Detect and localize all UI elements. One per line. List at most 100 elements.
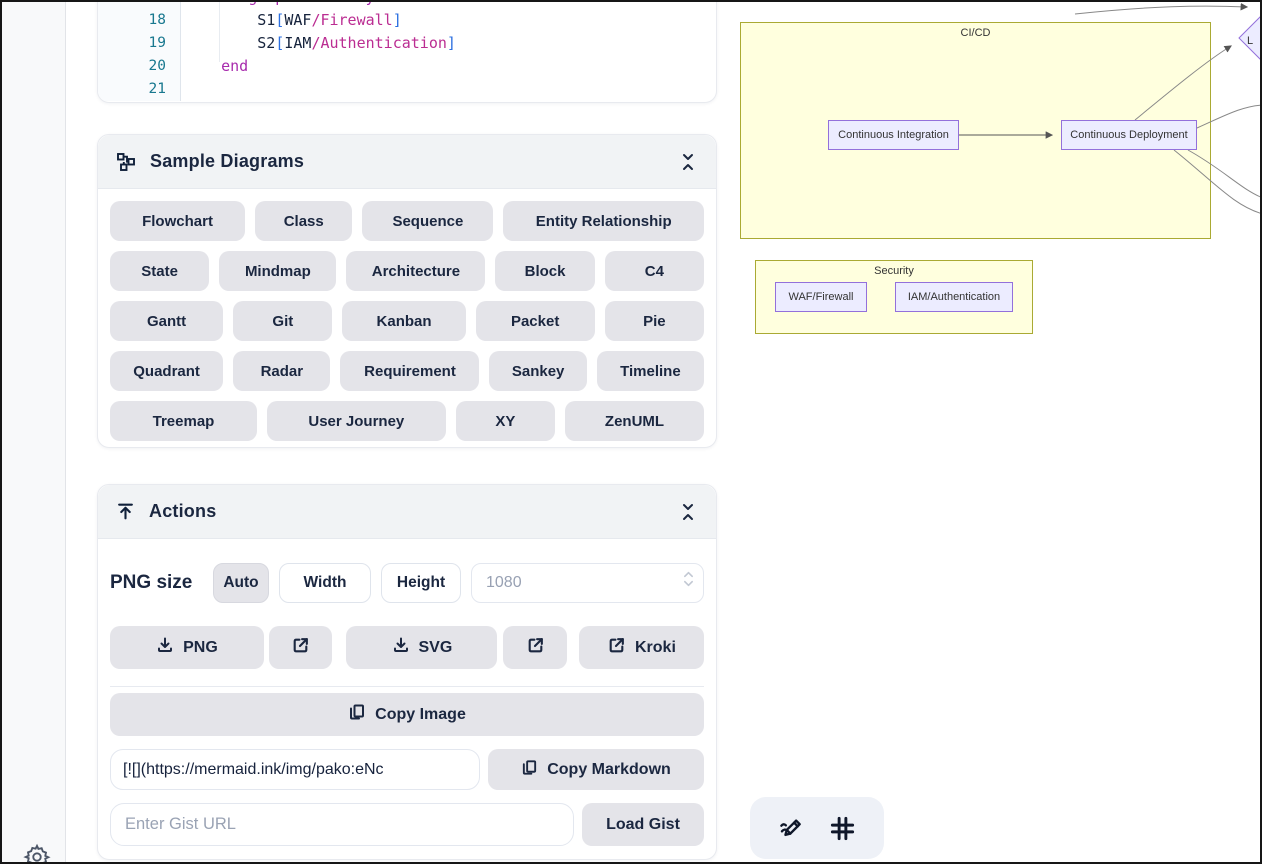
- sample-pie[interactable]: Pie: [604, 301, 704, 341]
- edge-right-2: [1187, 149, 1260, 198]
- grid-icon[interactable]: [829, 815, 856, 842]
- sample-packet[interactable]: Packet: [475, 301, 595, 341]
- sample-treemap[interactable]: Treemap: [110, 401, 257, 441]
- sample-architecture[interactable]: Architecture: [346, 251, 486, 291]
- left-rail: [2, 2, 66, 862]
- sample-zenuml[interactable]: ZenUML: [564, 401, 704, 441]
- download-png-label: PNG: [183, 638, 218, 656]
- sample-entity-relationship[interactable]: Entity Relationship: [503, 201, 705, 241]
- download-png-button[interactable]: PNG: [110, 626, 264, 669]
- diamond-node[interactable]: [1238, 2, 1260, 78]
- sample-mindmap[interactable]: Mindmap: [219, 251, 337, 291]
- actions-card: Actions PNG size Auto Width Height: [97, 484, 717, 860]
- download-row: PNG SVG: [110, 626, 705, 669]
- sample-gantt[interactable]: Gantt: [110, 301, 224, 341]
- external-link-icon: [607, 636, 626, 660]
- open-svg-external-button[interactable]: [503, 626, 567, 669]
- copy-image-label: Copy Image: [375, 705, 466, 723]
- download-svg-button[interactable]: SVG: [346, 626, 498, 669]
- code-text: S2[IAM/Authentication]: [257, 34, 456, 52]
- sample-class[interactable]: Class: [255, 201, 353, 241]
- line-number: 17: [98, 2, 181, 9]
- sample-git[interactable]: Git: [233, 301, 333, 341]
- line-number: 18: [98, 9, 181, 32]
- collapse-samples-icon[interactable]: [678, 151, 698, 173]
- gist-row: Load Gist: [110, 803, 704, 846]
- node-continuous-integration[interactable]: Continuous Integration: [828, 120, 959, 150]
- diamond-node-label: L: [1247, 35, 1253, 47]
- sample-flowchart[interactable]: Flowchart: [110, 201, 246, 241]
- png-size-height-button[interactable]: Height: [381, 563, 461, 603]
- png-size-auto-button[interactable]: Auto: [213, 563, 269, 603]
- code-text: end: [221, 57, 249, 75]
- sample-state[interactable]: State: [110, 251, 210, 291]
- indent-guide: [219, 2, 220, 62]
- cluster-security-label: Security: [874, 265, 914, 277]
- sample-kanban[interactable]: Kanban: [342, 301, 466, 341]
- sample-c4[interactable]: C4: [604, 251, 704, 291]
- edge-top: [1074, 2, 1249, 15]
- code-text: S1[WAF/Firewall]: [257, 11, 402, 29]
- line-number: 21: [98, 78, 181, 101]
- sample-requirement[interactable]: Requirement: [340, 351, 480, 391]
- sample-sankey[interactable]: Sankey: [489, 351, 587, 391]
- edge-right-3: [1173, 149, 1260, 214]
- external-link-icon: [291, 636, 310, 660]
- diagram-preview-pane: CI/CD Security L Continuous Integration …: [730, 2, 1260, 862]
- download-svg-label: SVG: [418, 638, 453, 656]
- copy-icon: [348, 703, 366, 726]
- stepper-icon: [683, 571, 694, 587]
- pencil-sketch-icon[interactable]: [778, 815, 805, 842]
- collapse-actions-icon[interactable]: [678, 501, 698, 523]
- sample-user-journey[interactable]: User Journey: [266, 401, 446, 441]
- png-size-label: PNG size: [110, 572, 193, 593]
- markdown-url-input[interactable]: [110, 749, 480, 790]
- node-continuous-deployment[interactable]: Continuous Deployment: [1061, 120, 1197, 150]
- code-text: subgraph Security: [181, 2, 375, 9]
- cluster-cicd-label: CI/CD: [960, 27, 991, 39]
- node-waf-firewall[interactable]: WAF/Firewall: [775, 282, 867, 312]
- download-icon: [392, 636, 410, 659]
- gist-url-input[interactable]: [110, 803, 574, 846]
- open-kroki-button[interactable]: Kroki: [578, 626, 705, 669]
- sample-xy[interactable]: XY: [455, 401, 555, 441]
- node-iam-authentication[interactable]: IAM/Authentication: [895, 282, 1013, 312]
- load-gist-button[interactable]: Load Gist: [582, 803, 704, 846]
- sample-diagrams-title: Sample Diagrams: [150, 151, 305, 171]
- copy-image-button[interactable]: Copy Image: [110, 693, 704, 736]
- actions-body: PNG size Auto Width Height PNG: [98, 563, 716, 858]
- sample-timeline[interactable]: Timeline: [596, 351, 704, 391]
- sample-diagrams-header: Sample Diagrams: [98, 135, 716, 189]
- settings-gear-icon[interactable]: [23, 843, 51, 862]
- png-size-width-button[interactable]: Width: [279, 563, 371, 603]
- code-line: 18 S1[WAF/Firewall]: [98, 9, 716, 32]
- actions-header: Actions: [98, 485, 716, 539]
- sample-radar[interactable]: Radar: [233, 351, 331, 391]
- code-line: 20 end: [98, 55, 716, 78]
- copy-markdown-button[interactable]: Copy Markdown: [488, 749, 704, 790]
- actions-divider: [110, 686, 704, 687]
- open-png-external-button[interactable]: [268, 626, 333, 669]
- sample-block[interactable]: Block: [495, 251, 595, 291]
- code-line: 19 S2[IAM/Authentication]: [98, 32, 716, 55]
- png-size-value-input: [471, 563, 704, 603]
- png-size-input-wrap: [471, 563, 704, 603]
- sample-sequence[interactable]: Sequence: [362, 201, 494, 241]
- code-lines[interactable]: 17 subgraph Security18 S1[WAF/Firewall]1…: [98, 2, 716, 102]
- download-icon: [156, 636, 174, 659]
- copy-icon: [521, 759, 538, 781]
- code-line: 17 subgraph Security: [98, 2, 716, 9]
- sample-quadrant[interactable]: Quadrant: [110, 351, 224, 391]
- kroki-label: Kroki: [635, 638, 676, 656]
- diagram-edges: L: [959, 2, 1260, 214]
- code-text: [181, 78, 185, 101]
- png-size-row: PNG size Auto Width Height: [110, 563, 704, 603]
- upload-icon: [116, 502, 135, 521]
